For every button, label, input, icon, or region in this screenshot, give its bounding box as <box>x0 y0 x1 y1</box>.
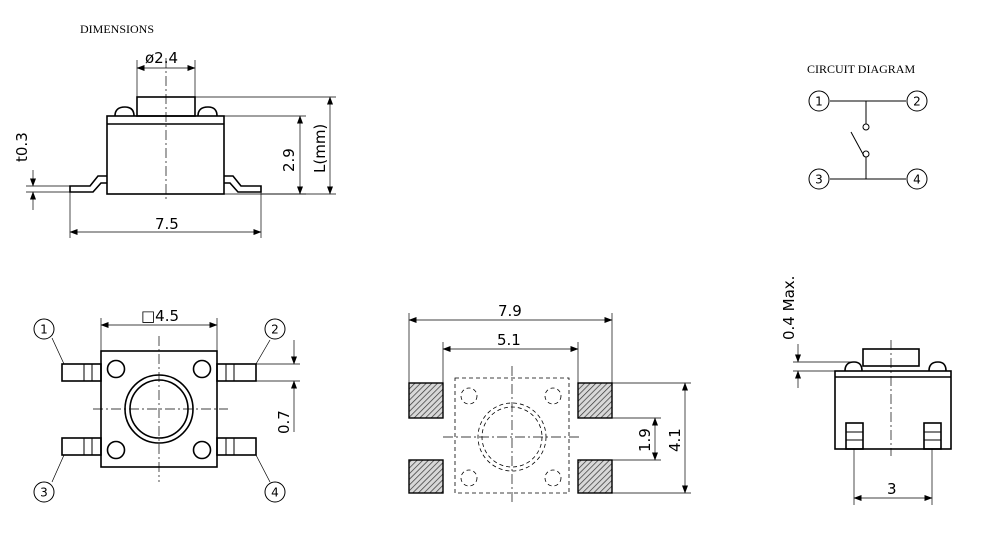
length-label: L(mm) <box>311 124 329 173</box>
circuit-pin-1-marker <box>808 90 830 112</box>
inner-width-label: 5.1 <box>497 331 521 349</box>
stem-diameter-label: ø2.4 <box>145 49 178 67</box>
circuit-pin-3-marker <box>808 168 830 190</box>
height-label: 4.1 <box>666 428 684 452</box>
top-view <box>33 318 300 503</box>
circuit-pin-4-marker <box>906 168 928 190</box>
pcb-layout <box>408 313 691 505</box>
top-pin-4: 4 <box>271 486 279 500</box>
circuit-diagram <box>808 90 928 190</box>
circuit-pin-4: 4 <box>913 173 921 187</box>
circuit-pin-1: 1 <box>815 95 823 109</box>
circuit-pin-3: 3 <box>815 173 823 187</box>
pin-width-label: 0.7 <box>275 410 293 434</box>
top-pin-2: 2 <box>271 323 279 337</box>
pad-width-label: 1.9 <box>636 428 654 452</box>
width-label: 7.5 <box>155 215 179 233</box>
dimensions-heading: DIMENSIONS <box>80 22 154 36</box>
end-view <box>793 340 952 505</box>
max-height-label: 0.4 Max. <box>780 276 798 340</box>
body-size-label: □4.5 <box>141 307 179 325</box>
circuit-pin-2-marker <box>906 90 928 112</box>
top-pin-3: 3 <box>40 486 48 500</box>
circuit-diagram-heading: CIRCUIT DIAGRAM <box>807 62 915 76</box>
body-height-label: 2.9 <box>280 148 298 172</box>
circuit-pin-2: 2 <box>913 95 921 109</box>
side-view <box>26 58 336 238</box>
pin-spacing-label: 3 <box>887 480 897 498</box>
top-pin-1: 1 <box>40 323 48 337</box>
thickness-label: t0.3 <box>13 132 31 162</box>
outer-width-label: 7.9 <box>498 302 522 320</box>
